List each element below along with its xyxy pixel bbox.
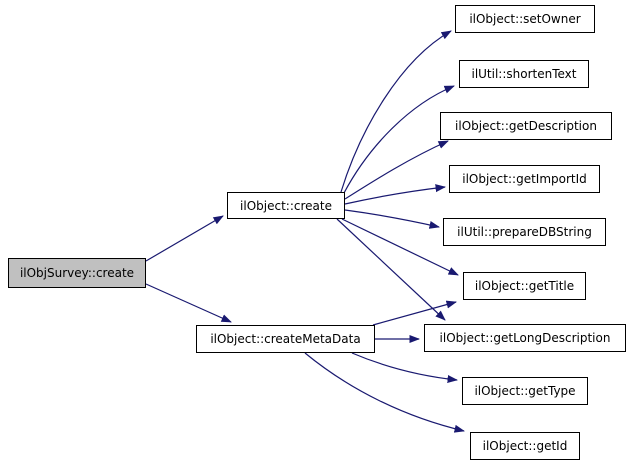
edge-ilobject-create-to-ilobject-getdescription	[344, 140, 449, 200]
edge-group	[145, 30, 465, 433]
edge-ilobject-create-to-ilobject-getlongdescription	[336, 218, 446, 321]
node-ilobject-getdescription[interactable]: ilObject::getDescription	[440, 112, 612, 140]
node-ilobject-getimportid[interactable]: ilObject::getImportId	[449, 165, 600, 193]
node-label: ilObject::getTitle	[474, 279, 575, 293]
edge-ilobject-create-to-ilobject-setowner	[340, 30, 452, 193]
node-label: ilObject::create	[240, 198, 332, 213]
node-ilobject-getid[interactable]: ilObject::getId	[470, 432, 580, 460]
node-ilobject-getlongdescription[interactable]: ilObject::getLongDescription	[424, 324, 626, 352]
node-label: ilObject::getId	[482, 439, 568, 453]
node-label: ilUtil::shortenText	[471, 67, 577, 81]
node-ilobject-gettitle[interactable]: ilObject::getTitle	[463, 272, 586, 300]
node-label: ilObject::getDescription	[455, 119, 597, 133]
edge-ilobjsurvey-create-to-ilobject-createmetadata	[145, 283, 232, 323]
node-ilobjsurvey-create: ilObjSurvey::create	[8, 258, 146, 288]
edge-ilobject-create-to-ilobject-gettitle	[341, 218, 459, 276]
node-ilobject-setowner[interactable]: ilObject::setOwner	[455, 5, 595, 33]
edge-ilobject-create-to-ilutil-preparedbstring	[344, 209, 440, 229]
node-ilutil-shortentext[interactable]: ilUtil::shortenText	[459, 60, 589, 88]
node-ilobject-gettype[interactable]: ilObject::getType	[462, 377, 588, 405]
edge-ilobjsurvey-create-to-ilobject-create	[145, 215, 224, 262]
node-ilobject-createmetadata[interactable]: ilObject::createMetaData	[196, 325, 375, 353]
node-label: ilObject::getLongDescription	[439, 331, 611, 345]
edge-ilobject-create-to-ilutil-shortentext	[343, 85, 455, 194]
node-label: ilObjSurvey::create	[19, 266, 135, 280]
node-label: ilObject::getImportId	[462, 172, 587, 186]
edge-ilobject-createmetadata-to-ilobject-gettype	[351, 352, 458, 383]
node-label: ilObject::getType	[474, 384, 576, 398]
edge-ilobject-createmetadata-to-ilobject-getid	[304, 352, 465, 433]
node-ilobject-create[interactable]: ilObject::create	[227, 192, 345, 219]
node-label: ilObject::setOwner	[469, 12, 581, 26]
node-label: ilUtil::prepareDBString	[457, 225, 592, 239]
node-ilutil-preparedbstring[interactable]: ilUtil::prepareDBString	[443, 218, 606, 246]
edge-ilobject-createmetadata-to-ilobject-gettitle	[372, 300, 457, 326]
edge-ilobject-create-to-ilobject-getimportid	[344, 184, 446, 205]
node-label: ilObject::createMetaData	[210, 332, 361, 346]
